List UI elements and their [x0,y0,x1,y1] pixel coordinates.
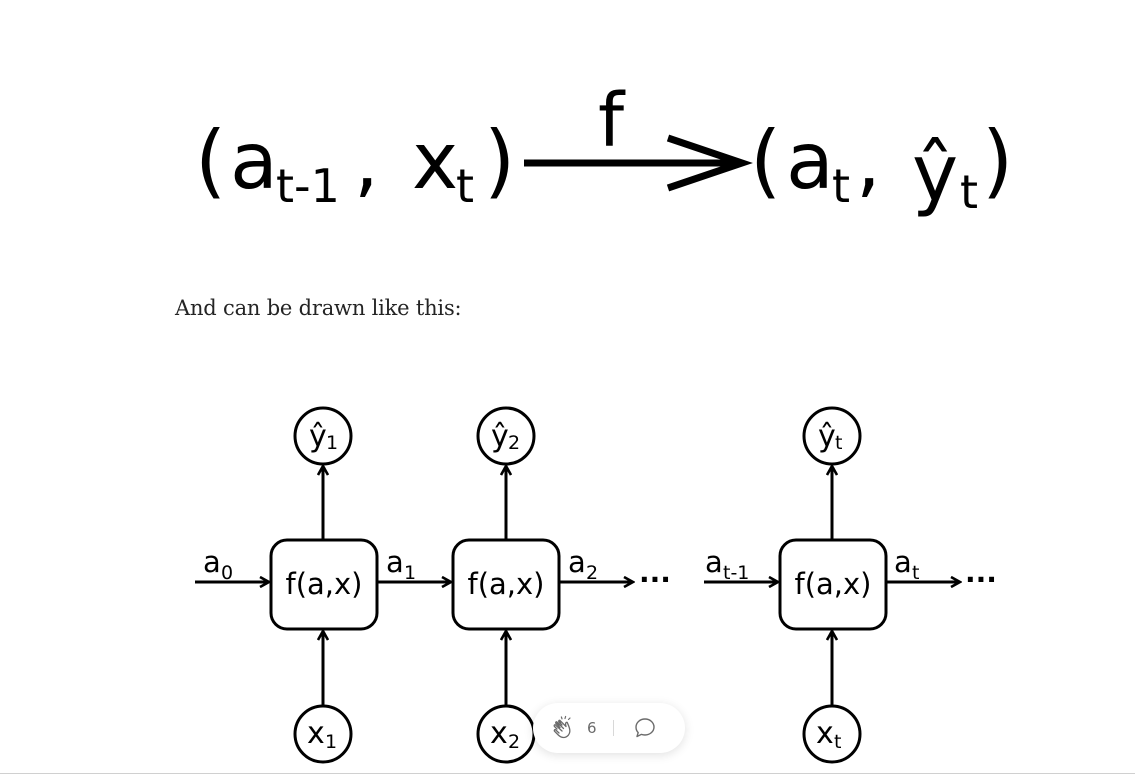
input-node-2: x 2 [476,704,536,764]
viewport-bottom-divider [0,773,1135,774]
lhs-a-subscript: t-1 [276,159,340,213]
rhs-a-symbol: a [786,117,834,207]
state-a1-subscript: 1 [404,562,416,584]
output-t-symbol: ŷ [818,419,836,454]
rhs-yhat-subscript: t [960,165,978,219]
lhs-comma: , [354,117,379,207]
input-t-subscript: t [834,731,841,753]
comment-icon [634,718,655,738]
state-a0-subscript: 0 [221,562,233,584]
clap-icon [553,715,571,739]
rnn-diagram-svg: ŷ 1 ŷ 2 ŷ t f(a,x) [195,406,997,764]
output-1-symbol: ŷ [309,419,327,454]
input-t-symbol: x [816,716,834,751]
mapping-arrow [524,134,753,192]
lhs-x-symbol: x [412,117,458,207]
clap-button[interactable] [547,710,583,746]
lhs-close-paren: ) [484,114,515,207]
ellipsis-middle: ··· [639,563,671,596]
input-1-symbol: x [307,716,325,751]
recurrence-equation-figure: ( a t-1 , x t ) f ( a t , ŷ t ) [190,80,1030,230]
state-a2-symbol: a [568,545,586,579]
state-at-symbol: a [894,545,912,579]
state-a2-subscript: 2 [586,562,598,584]
comment-button[interactable] [628,711,662,745]
rnn-unrolled-diagram: ŷ 1 ŷ 2 ŷ t f(a,x) [185,400,1030,777]
input-2-symbol: x [490,716,508,751]
lhs-open-paren: ( [195,114,226,207]
input-2-subscript: 2 [508,731,520,753]
output-t-subscript: t [835,432,842,454]
clipped-text-fragment [183,0,195,2]
cell-1-label: f(a,x) [286,567,363,601]
rhs-open-paren: ( [750,114,781,207]
rnn-cell-1: f(a,x) [269,538,379,631]
rhs-close-paren: ) [982,114,1013,207]
state-at-minus-1-subscript: t-1 [723,562,749,584]
lhs-x-subscript: t [456,159,474,213]
action-divider [612,720,614,736]
output-1-subscript: 1 [326,432,338,454]
state-a1-symbol: a [386,545,404,579]
rhs-a-subscript: t [832,159,850,213]
rnn-cell-t: f(a,x) [778,538,888,631]
body-paragraph: And can be drawn like this: [175,296,462,320]
state-a0-symbol: a [203,545,221,579]
state-at-minus-1-symbol: a [705,545,723,579]
ellipsis-end: ··· [965,563,997,596]
output-2-subscript: 2 [508,432,520,454]
lhs-a-symbol: a [230,117,278,207]
cell-2-label: f(a,x) [468,567,545,601]
output-2-symbol: ŷ [491,419,509,454]
clap-count: 6 [587,719,597,737]
cell-t-label: f(a,x) [795,567,872,601]
output-node-t: ŷ t [802,406,862,466]
floating-action-bar: 6 [533,703,685,753]
output-node-1: ŷ 1 [293,406,353,466]
input-1-subscript: 1 [325,731,337,753]
recurrence-equation-svg: ( a t-1 , x t ) f ( a t , ŷ t ) [195,80,1013,219]
rhs-yhat-symbol: ŷ [912,129,958,219]
input-node-1: x 1 [293,704,353,764]
state-at-subscript: t [912,562,919,584]
input-node-t: x t [802,704,862,764]
rhs-comma: , [856,117,881,207]
rnn-cell-2: f(a,x) [451,538,561,631]
arrow-label-f: f [598,80,626,164]
output-node-2: ŷ 2 [476,406,536,466]
